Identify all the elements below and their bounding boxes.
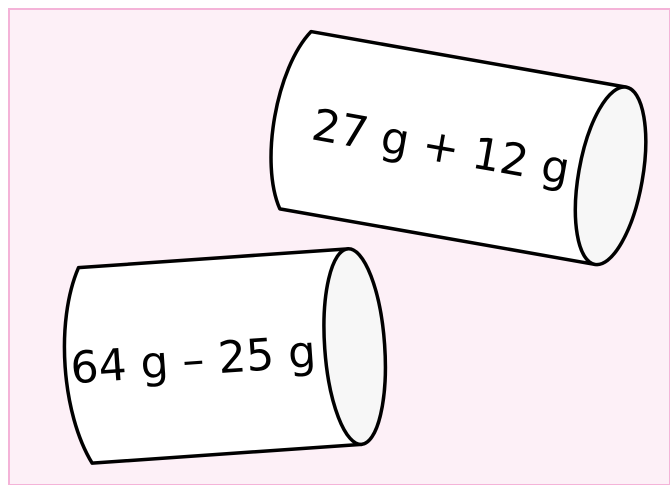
cylinder-top: 27 g + 12 g (269, 29, 648, 267)
cylinder-top-body (269, 29, 628, 267)
cylinder-bottom-end (322, 247, 388, 447)
cylinder-bottom: 64 g – 25 g (62, 247, 388, 465)
cylinder-bottom-body (62, 247, 364, 465)
cylinder-top-end (573, 85, 648, 267)
